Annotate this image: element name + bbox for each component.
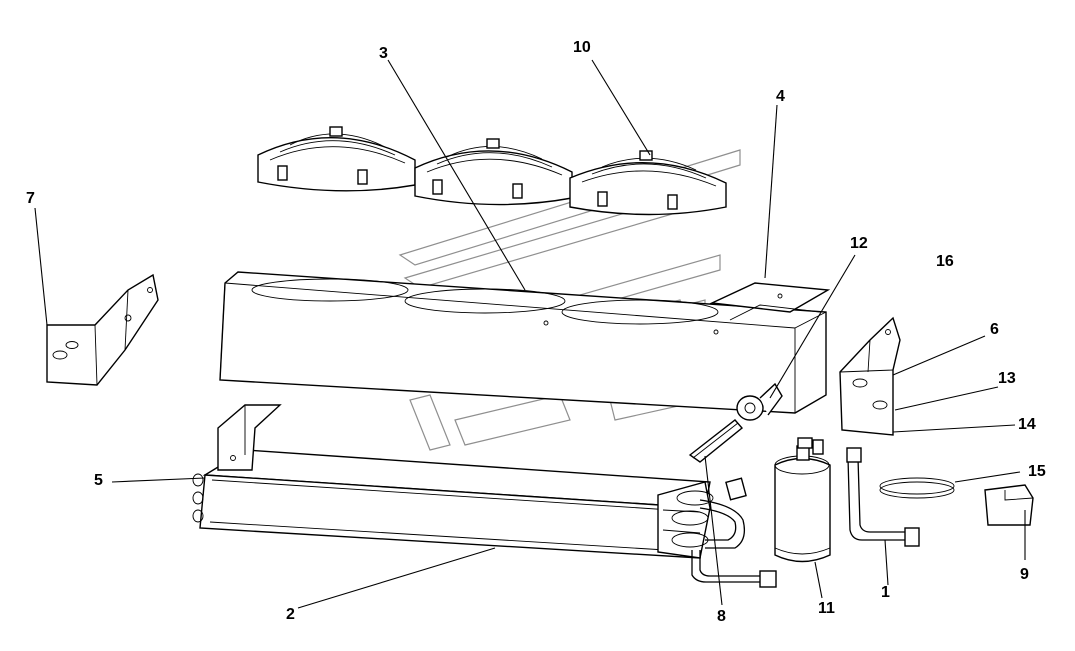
callout-9: 9: [1020, 566, 1029, 583]
callout-2: 2: [286, 606, 295, 623]
small-block: [984, 484, 1034, 526]
condenser-tubes: [691, 477, 777, 588]
callout-8: 8: [717, 608, 726, 625]
fan-middle: [414, 138, 573, 206]
callout-7: 7: [26, 190, 35, 207]
leader-lines: [34, 59, 1026, 609]
fan-right: [569, 150, 727, 216]
callout-4: 4: [776, 88, 785, 105]
callout-6: 6: [990, 321, 999, 338]
callout-11: 11: [818, 600, 835, 617]
callout-13: 13: [998, 370, 1016, 387]
fan-assembly: [257, 126, 727, 216]
callout-16: 16: [936, 253, 954, 270]
fan-shroud-housing: [219, 271, 831, 414]
callout-3: 3: [379, 45, 388, 62]
fan-left: [257, 126, 416, 192]
pipe-assembly: [846, 447, 920, 547]
tube-fitting: [736, 382, 783, 421]
callout-15: 15: [1028, 463, 1046, 480]
angle-bracket: [688, 419, 744, 463]
hose-clamp: [879, 477, 955, 499]
right-bracket: [839, 316, 901, 436]
callout-12: 12: [850, 235, 868, 252]
callout-5: 5: [94, 472, 103, 489]
callout-1: 1: [881, 584, 890, 601]
condenser-core: [192, 449, 714, 559]
receiver-drier: [774, 437, 831, 563]
callout-10: 10: [573, 39, 591, 56]
condenser-mount-bracket: [217, 404, 282, 471]
callout-14: 14: [1018, 416, 1036, 433]
left-bracket: [46, 273, 159, 386]
